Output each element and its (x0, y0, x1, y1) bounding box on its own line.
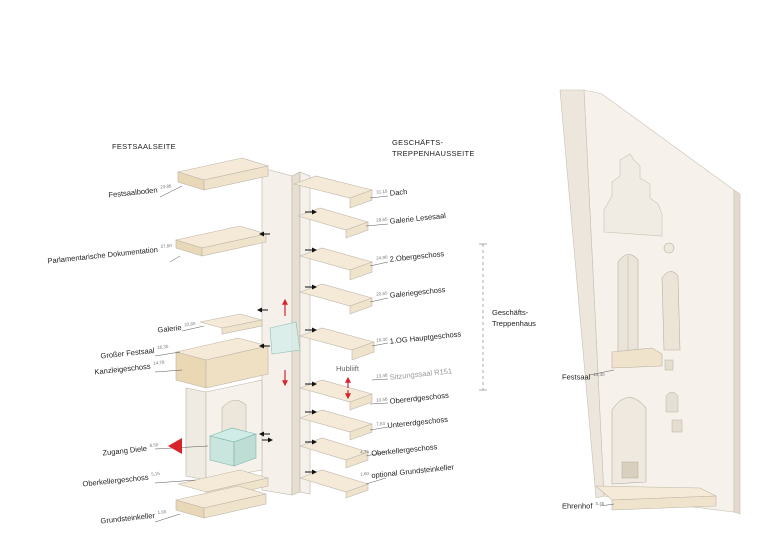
entrance-marker (168, 438, 182, 454)
section-model (154, 157, 487, 523)
leader-lines-right (365, 195, 389, 485)
right-slabs (292, 175, 375, 499)
header-geschaeftsseite: GESCHÄFTS- TREPPENHAUSSEITE (392, 138, 475, 158)
left-slabs (174, 157, 270, 519)
label-hublift: Hubliift (336, 364, 359, 373)
access-arrows (257, 209, 317, 475)
header-festsaalseite: FESTSAALSEITE (112, 142, 176, 151)
glass-lift (208, 427, 258, 467)
leader-lines-left (154, 185, 209, 523)
facade-elevation (559, 89, 741, 515)
lift-arrows (282, 298, 351, 400)
label-geschaefts-treppenhaus: Geschäfts- Treppenhaus (492, 308, 536, 328)
